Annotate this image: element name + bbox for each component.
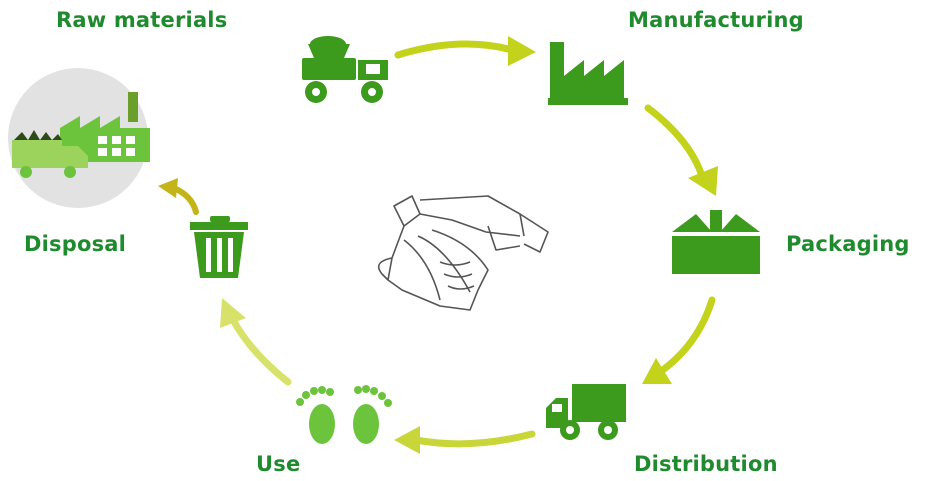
arrow-head bbox=[394, 426, 420, 454]
arrow-manufacturing-to-packaging bbox=[644, 104, 706, 180]
label-raw-materials: Raw materials bbox=[56, 8, 228, 32]
label-disposal: Disposal bbox=[24, 232, 127, 256]
arrow-distribution-to-use bbox=[412, 430, 536, 448]
arrow-raw-to-manufacturing bbox=[394, 40, 516, 59]
recycling-plant-icon bbox=[8, 68, 150, 208]
footprints-icon bbox=[296, 385, 392, 444]
dump-truck-icon bbox=[302, 36, 388, 103]
trash-bin-icon bbox=[190, 216, 248, 278]
label-use: Use bbox=[256, 452, 301, 476]
factory-icon bbox=[548, 42, 628, 105]
delivery-truck-icon bbox=[546, 384, 626, 440]
arrow-head bbox=[642, 358, 672, 384]
box-icon bbox=[672, 210, 760, 274]
arrow-use-to-disposal bbox=[228, 314, 292, 386]
arrow-head bbox=[508, 36, 536, 66]
arrow-head bbox=[158, 178, 178, 198]
arrow-head bbox=[688, 166, 718, 196]
label-packaging: Packaging bbox=[786, 232, 910, 256]
arrow-head bbox=[220, 298, 246, 328]
arrow-packaging-to-distribution bbox=[656, 296, 716, 376]
label-distribution: Distribution bbox=[634, 452, 778, 476]
label-manufacturing: Manufacturing bbox=[628, 8, 804, 32]
diaper-icon bbox=[377, 195, 549, 311]
cycle-arrows bbox=[158, 36, 718, 454]
arrow-disposal-to-plant bbox=[171, 185, 199, 215]
